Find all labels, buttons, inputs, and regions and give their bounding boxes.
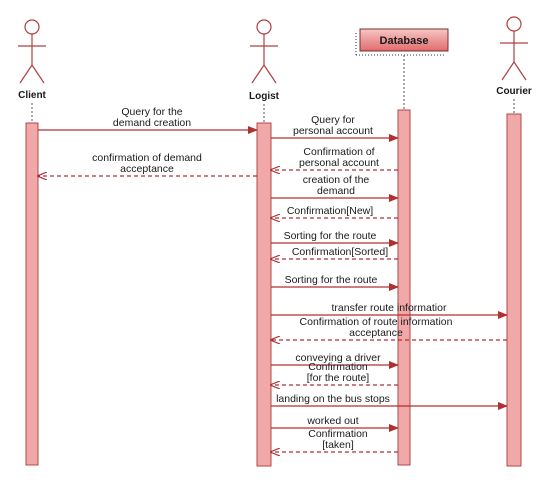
database-activation-bar [397, 109, 411, 466]
message-label-3-line-1: Confirmation of [303, 146, 374, 158]
message-label-16-line-1: Confirmation [308, 428, 368, 440]
message-label-10-line-1: transfer route informatior [332, 302, 447, 314]
message-label-4-line-2: acceptance [120, 163, 174, 175]
message-label-6-line-1: Confirmation[New] [287, 205, 373, 217]
message-label-12-line-1: conveying a driver [295, 352, 381, 364]
courier-stick-figure-icon [500, 16, 528, 81]
client-activation-bar [25, 122, 39, 466]
database-object: Database [355, 28, 449, 56]
message-label-11-line-2: acceptance [349, 327, 403, 339]
message-label-4-line-1: confirmation of demand [92, 152, 202, 164]
courier-activation-bar [506, 113, 522, 467]
database-label: Database [380, 35, 429, 47]
message-label-16-line-2: [taken] [322, 439, 354, 451]
logist-label: Logist [249, 91, 280, 102]
message-label-5-line-1: creation of the [303, 174, 370, 186]
message-label-1-line-1: Query for the [121, 106, 182, 118]
client-actor: Client [18, 19, 47, 101]
message-label-11-line-1: Confirmation of route information [300, 316, 453, 328]
courier-actor: Courier [496, 16, 532, 97]
message-label-2-line-2: personal account [293, 125, 373, 137]
message-label-1-line-2: demand creation [113, 117, 191, 129]
message-label-13-line-1: Confirmation [308, 361, 368, 373]
message-label-14-line-1: landing on the bus stops [276, 393, 390, 405]
client-stick-figure-icon [18, 19, 46, 84]
courier-label: Courier [496, 86, 532, 97]
logist-activation-bar [256, 122, 272, 467]
message-label-13-line-2: [for the route] [307, 372, 370, 384]
message-label-9-line-1: Sorting for the route [285, 274, 378, 286]
message-label-3-line-2: personal account [299, 157, 379, 169]
logist-actor: Logist [249, 19, 280, 102]
message-label-8-line-1: Confirmation[Sorted] [292, 246, 388, 258]
message-label-2-line-1: Query for [311, 114, 355, 126]
message-label-15-line-1: worked out [306, 415, 358, 427]
logist-stick-figure-icon [250, 19, 278, 84]
message-label-7-line-1: Sorting for the route [284, 230, 377, 242]
client-label: Client [18, 90, 46, 101]
database-box [359, 28, 449, 52]
message-label-5-line-2: demand [317, 185, 355, 197]
